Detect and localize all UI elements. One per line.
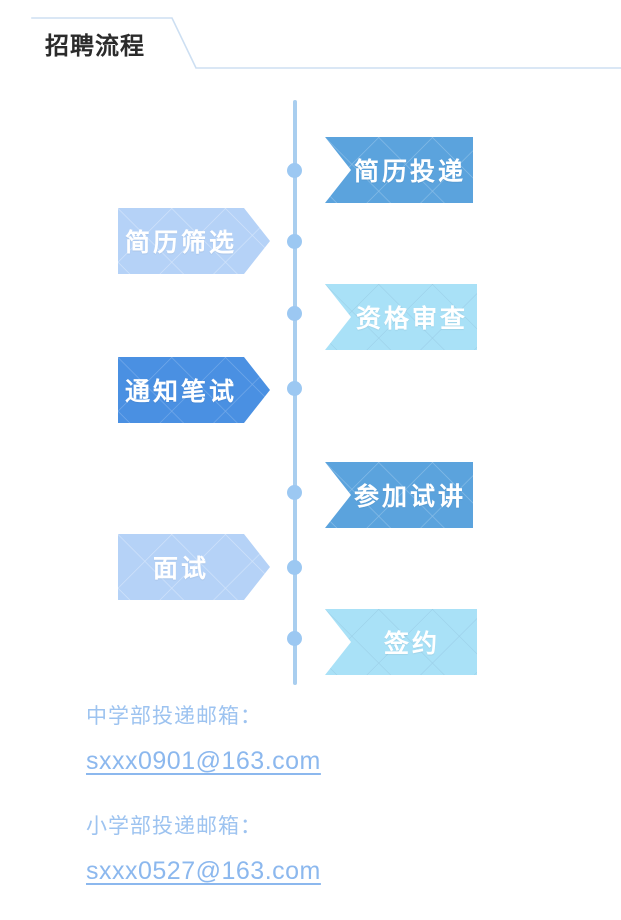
page-title: 招聘流程 [45, 33, 145, 60]
header-decoration-line [31, 17, 621, 69]
flow-step-2[interactable]: 简历筛选 [118, 208, 270, 274]
flow-step-5[interactable]: 参加试讲 [325, 462, 473, 528]
flow-step-3-label: 资格审查 [355, 305, 468, 333]
page-header: 招聘流程 [0, 0, 621, 90]
flow-step-6-label: 面试 [152, 555, 209, 583]
contact-email-middle-school[interactable]: sxxx0901@163.com [86, 747, 321, 775]
timeline-dot-6 [287, 560, 302, 575]
timeline-dot-4 [287, 381, 302, 396]
flow-step-7-shape [325, 609, 477, 675]
flow-step-5-shape [325, 462, 473, 528]
timeline-dot-7 [287, 631, 302, 646]
flow-step-6-shape [118, 534, 270, 600]
contact-label-primary-school: 小学部投递邮箱： [86, 815, 262, 838]
flow-step-3[interactable]: 资格审查 [325, 284, 477, 350]
contact-block-primary-school: 小学部投递邮箱： sxxx0527@163.com [86, 810, 546, 886]
contact-block-middle-school: 中学部投递邮箱： sxxx0901@163.com [86, 700, 546, 776]
flow-step-1-shape [325, 137, 473, 203]
flow-step-1[interactable]: 简历投递 [325, 137, 473, 203]
flow-step-2-shape [118, 208, 270, 274]
timeline-dot-3 [287, 306, 302, 321]
flow-step-6[interactable]: 面试 [118, 534, 270, 600]
flow-step-5-label: 参加试讲 [353, 483, 466, 511]
flow-step-4[interactable]: 通知笔试 [118, 357, 270, 423]
flow-step-4-label: 通知笔试 [124, 378, 237, 406]
timeline-dot-1 [287, 163, 302, 178]
contact-section: 中学部投递邮箱： sxxx0901@163.com 小学部投递邮箱： sxxx0… [86, 700, 546, 920]
flow-step-4-shape [118, 357, 270, 423]
timeline-dot-2 [287, 234, 302, 249]
flow-step-1-label: 简历投递 [353, 158, 466, 186]
flow-step-2-label: 简历筛选 [124, 229, 237, 257]
contact-email-primary-school[interactable]: sxxx0527@163.com [86, 857, 321, 885]
flow-step-7-label: 签约 [383, 630, 440, 658]
contact-label-middle-school: 中学部投递邮箱： [86, 705, 262, 728]
flow-step-7[interactable]: 签约 [325, 609, 477, 675]
flow-step-3-shape [325, 284, 477, 350]
timeline-dot-5 [287, 485, 302, 500]
